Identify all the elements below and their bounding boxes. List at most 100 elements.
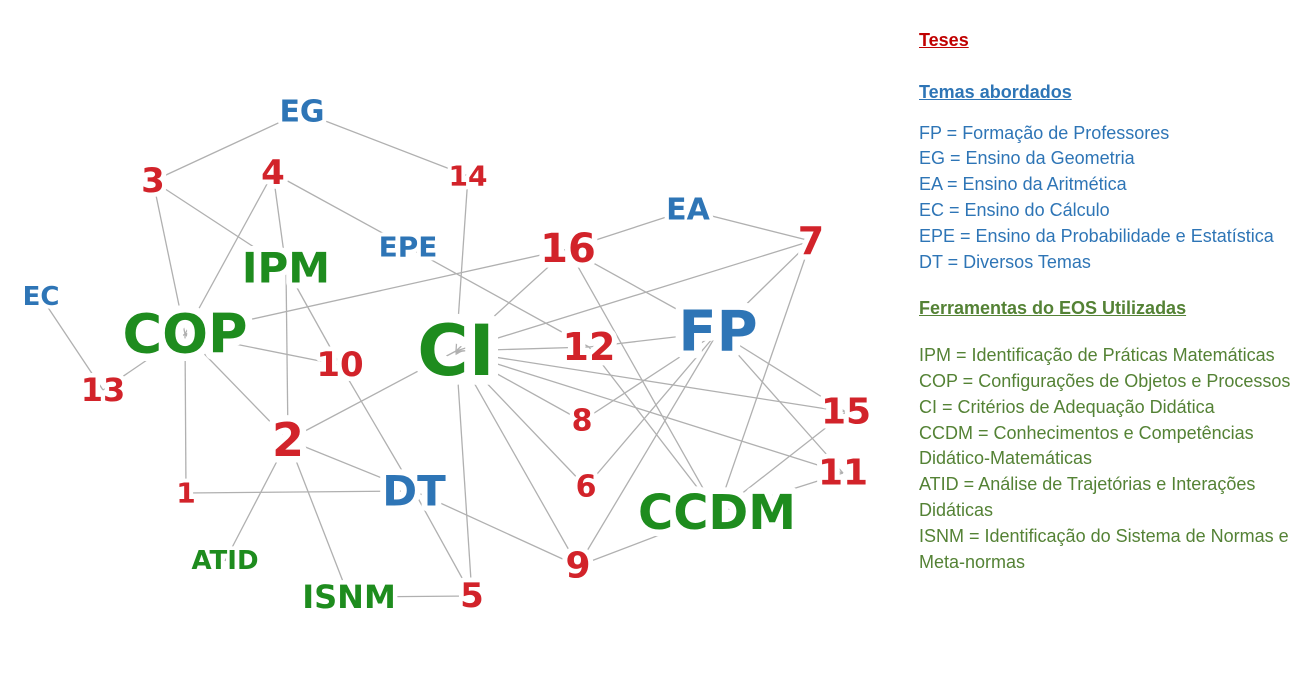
node-7: 7 [798, 219, 824, 263]
node-11: 11 [818, 453, 868, 494]
edge-12-FP [588, 331, 719, 348]
node-halo-FP: FP [678, 300, 757, 365]
node-halo-14: 14 [449, 160, 488, 193]
edge-CCDM-11 [716, 472, 844, 514]
edge-12-CCDM [588, 346, 718, 514]
edge-EG-14 [301, 111, 469, 177]
node-IPM: IPM [242, 244, 330, 293]
edge-ISNM-5 [348, 595, 473, 598]
legend-ferramenta-item: COP = Configurações de Objetos e Process… [919, 370, 1291, 391]
edge-CI-6 [455, 350, 587, 488]
edge-7-CI [455, 240, 812, 352]
edge-16-FP [567, 248, 719, 333]
node-halo-EG: EG [279, 95, 324, 130]
edge-4-COP [184, 172, 274, 335]
legend-tema-item: DT = Diversos Temas [919, 251, 1091, 272]
legend-ferramenta-item: CI = Critérios de Adequação Didática [919, 396, 1215, 417]
node-COP: COP [122, 303, 247, 366]
edge-CCDM-15 [716, 411, 847, 514]
node-ISNM: ISNM [302, 578, 396, 616]
node-halo-12: 12 [563, 325, 616, 369]
legend-tema-item: EPE = Ensino da Probabilidade e Estatíst… [919, 225, 1274, 246]
node-CCDM: CCDM [638, 485, 796, 541]
legend-ferramenta-item: Meta-normas [919, 551, 1026, 572]
node-halo-5: 5 [460, 576, 484, 616]
node-EG: EG [279, 95, 324, 130]
legend-tema-item: EA = Ensino da Aritmética [919, 174, 1127, 195]
edge-COP-10 [184, 333, 341, 366]
node-halo-6: 6 [576, 470, 597, 505]
node-8: 8 [572, 404, 593, 439]
edge-COP-13 [102, 333, 186, 391]
edge-CI-5 [455, 350, 473, 597]
edge-EA-7 [687, 209, 812, 242]
edge-10-DT [339, 364, 415, 492]
node-10: 10 [316, 345, 363, 385]
legend-ferramenta-item: ISNM = Identificação do Sistema de Norma… [919, 525, 1289, 546]
edge-COP-1 [184, 333, 187, 494]
edge-COP-2 [184, 333, 289, 441]
edge-2-DT [287, 439, 415, 492]
legend-ferramenta-item: CCDM = Conhecimentos e Competências [919, 422, 1254, 443]
edge-4-EPE [272, 172, 409, 248]
node-halo-ATID: ATID [191, 546, 258, 576]
edge-16-CI [455, 248, 569, 352]
legend-ferramentas-list: IPM = Identificação de Práticas Matemáti… [919, 343, 1294, 575]
edge-DT-5 [413, 490, 473, 597]
edge-3-COP [152, 180, 186, 335]
edge-EA-16 [567, 209, 689, 250]
node-13: 13 [81, 371, 126, 409]
legend-ferramenta-item: ATID = Análise de Trajetórias e Interaçõ… [919, 474, 1256, 495]
edge-DT-9 [413, 490, 579, 567]
node-DT: DT [382, 467, 446, 516]
node-halo-1: 1 [176, 477, 195, 510]
edge-7-FP [717, 240, 812, 333]
legend-temas-list: FP = Formação de Professores EG = Ensino… [919, 121, 1294, 276]
edge-EG-3 [152, 111, 303, 182]
node-5: 5 [460, 576, 484, 616]
node-halo-16: 16 [540, 226, 596, 272]
node-4: 4 [261, 153, 285, 193]
edge-3-IPM [152, 180, 287, 269]
legend-ferramenta-item: IPM = Identificação de Práticas Matemáti… [919, 345, 1275, 366]
legend-ferramentas-title: Ferramentas do EOS Utilizadas [919, 298, 1187, 319]
node-halo-DT: DT [382, 467, 446, 516]
edge-9-CCDM [577, 512, 718, 567]
node-halo-CI: CI [417, 310, 494, 392]
edge-CI-2 [287, 350, 457, 441]
node-halo-3: 3 [141, 161, 165, 201]
edge-4-IPM [272, 172, 287, 269]
edge-FP-9 [577, 331, 719, 567]
edge-FP-8 [581, 331, 719, 422]
node-halo-ISNM: ISNM [302, 578, 396, 616]
node-halo-EA: EA [666, 193, 710, 228]
node-15: 15 [821, 392, 871, 433]
node-6: 6 [576, 470, 597, 505]
legend-teses-title: Teses [919, 30, 969, 50]
edge-FP-15 [717, 331, 847, 413]
legend-ferramenta-item: Didático-Matemáticas [919, 448, 1093, 469]
node-EC: EC [23, 282, 60, 312]
node-halo-11: 11 [818, 453, 868, 494]
node-halo-8: 8 [572, 404, 593, 439]
edge-CI-12 [455, 346, 590, 352]
legend-tema-item: EG = Ensino da Geometria [919, 148, 1135, 169]
edge-CI-8 [455, 350, 583, 422]
edge-IPM-10 [285, 267, 341, 366]
node-1: 1 [176, 477, 195, 510]
node-halo-4: 4 [261, 153, 285, 193]
node-2: 2 [272, 413, 304, 467]
legend-tema-item: EC = Ensino do Cálculo [919, 199, 1110, 220]
edge-EPE-12 [407, 246, 590, 348]
edge-EC-13 [40, 296, 104, 391]
node-FP: FP [678, 300, 757, 365]
node-halo-13: 13 [81, 371, 126, 409]
node-EA: EA [666, 193, 710, 228]
node-halo-10: 10 [316, 345, 363, 385]
node-halo-CCDM: CCDM [638, 485, 796, 541]
node-EPE: EPE [379, 231, 438, 264]
edge-14-CI [455, 175, 469, 352]
edge-COP-16 [184, 248, 569, 335]
